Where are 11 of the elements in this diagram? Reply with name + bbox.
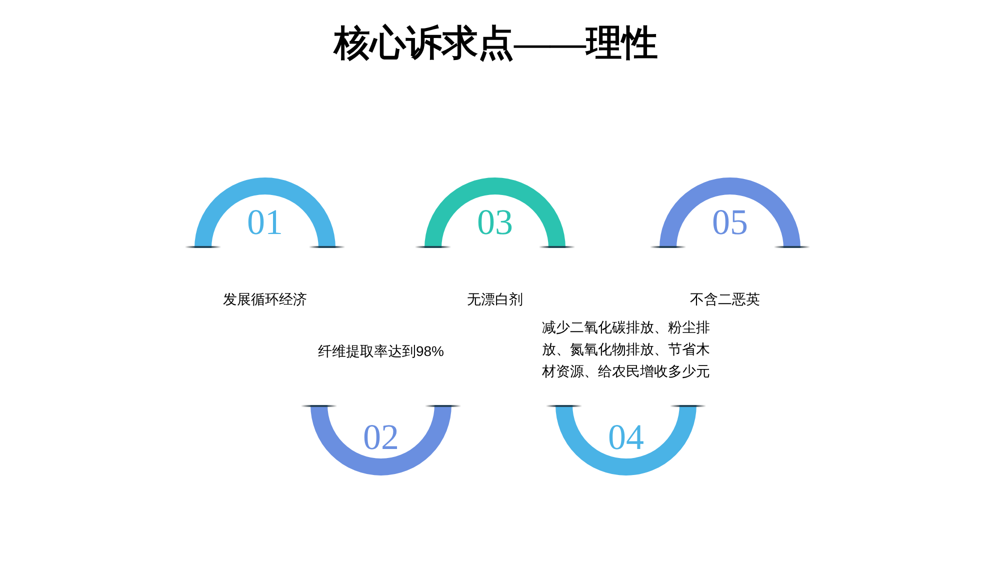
title: 核心诉求点——理性 bbox=[334, 22, 658, 65]
step-description: 纤维提取率达到98% bbox=[316, 342, 446, 361]
step-description: 无漂白剂 bbox=[466, 290, 524, 309]
step-description: 不含二恶英 bbox=[689, 290, 761, 309]
step-number: 02 bbox=[363, 419, 399, 455]
step-number: 04 bbox=[608, 419, 644, 455]
step-number: 03 bbox=[477, 204, 513, 240]
step-description: 减少二氧化碳排放、粉尘排放、氮氧化物排放、节省木材资源、给农民增收多少元 bbox=[541, 318, 711, 381]
step-number: 05 bbox=[712, 204, 748, 240]
step-number: 01 bbox=[247, 204, 283, 240]
step-description: 发展循环经济 bbox=[222, 290, 308, 309]
